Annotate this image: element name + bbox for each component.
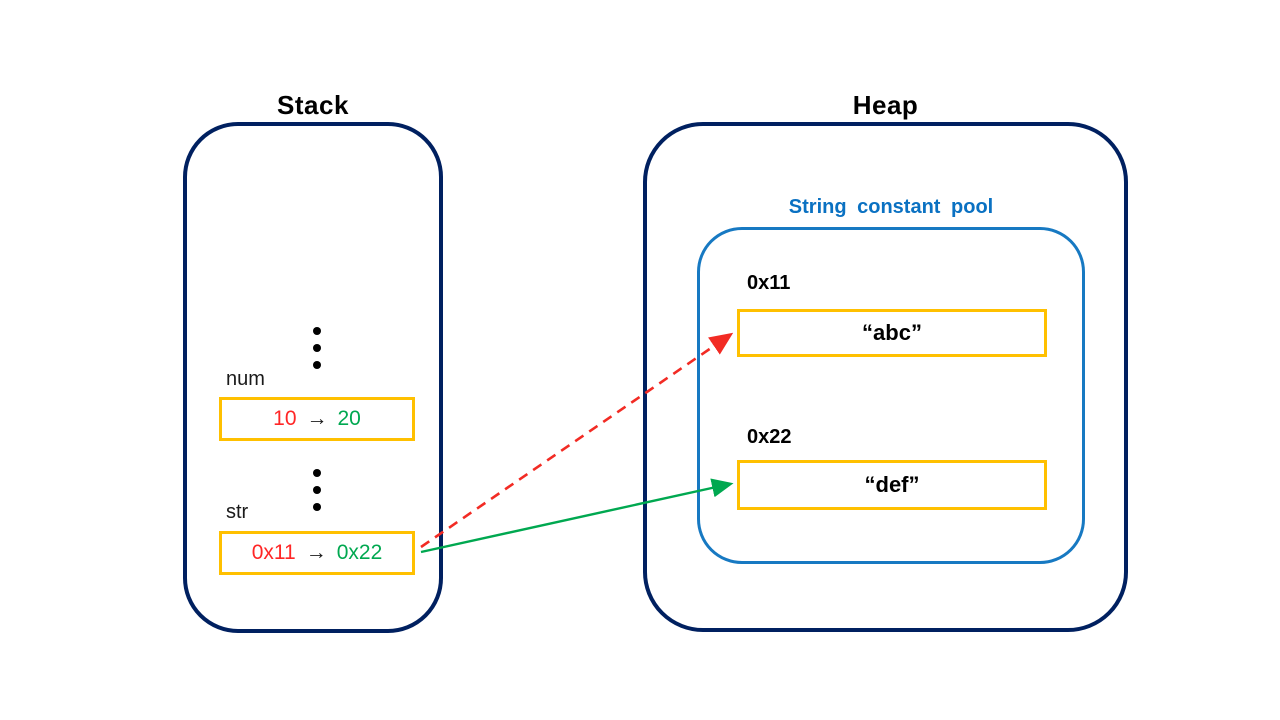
right-arrow-icon: → — [306, 407, 328, 430]
dot-icon — [313, 503, 321, 511]
string-constant-pool-title: String constant pool — [788, 196, 994, 218]
str-variable-label: str — [226, 501, 249, 523]
pool-entry-box: “abc” — [737, 309, 1047, 357]
heap-title: Heap — [852, 90, 919, 120]
num-old-value: 10 — [273, 407, 297, 430]
dot-icon — [313, 361, 321, 369]
stack-title: Stack — [277, 90, 349, 120]
ellipsis-dots-icon — [312, 469, 322, 511]
pool-entry-box: “def” — [737, 460, 1047, 510]
ellipsis-dots-icon — [312, 327, 322, 369]
dot-icon — [313, 469, 321, 477]
num-new-value: 20 — [337, 407, 361, 430]
str-value-box: 0x11 → 0x22 — [219, 531, 415, 575]
dot-icon — [313, 486, 321, 494]
pool-entry-address: 0x22 — [747, 426, 792, 448]
pool-entry-value: “def” — [864, 472, 920, 497]
str-old-reference: 0x11 — [251, 541, 296, 564]
num-variable-label: num — [226, 368, 265, 390]
num-value-box: 10 → 20 — [219, 397, 415, 441]
dot-icon — [313, 327, 321, 335]
pool-entry-address: 0x11 — [747, 272, 791, 294]
dot-icon — [313, 344, 321, 352]
str-new-reference: 0x22 — [336, 541, 383, 564]
pool-entry-value: “abc” — [862, 320, 922, 345]
right-arrow-icon: → — [305, 541, 327, 564]
